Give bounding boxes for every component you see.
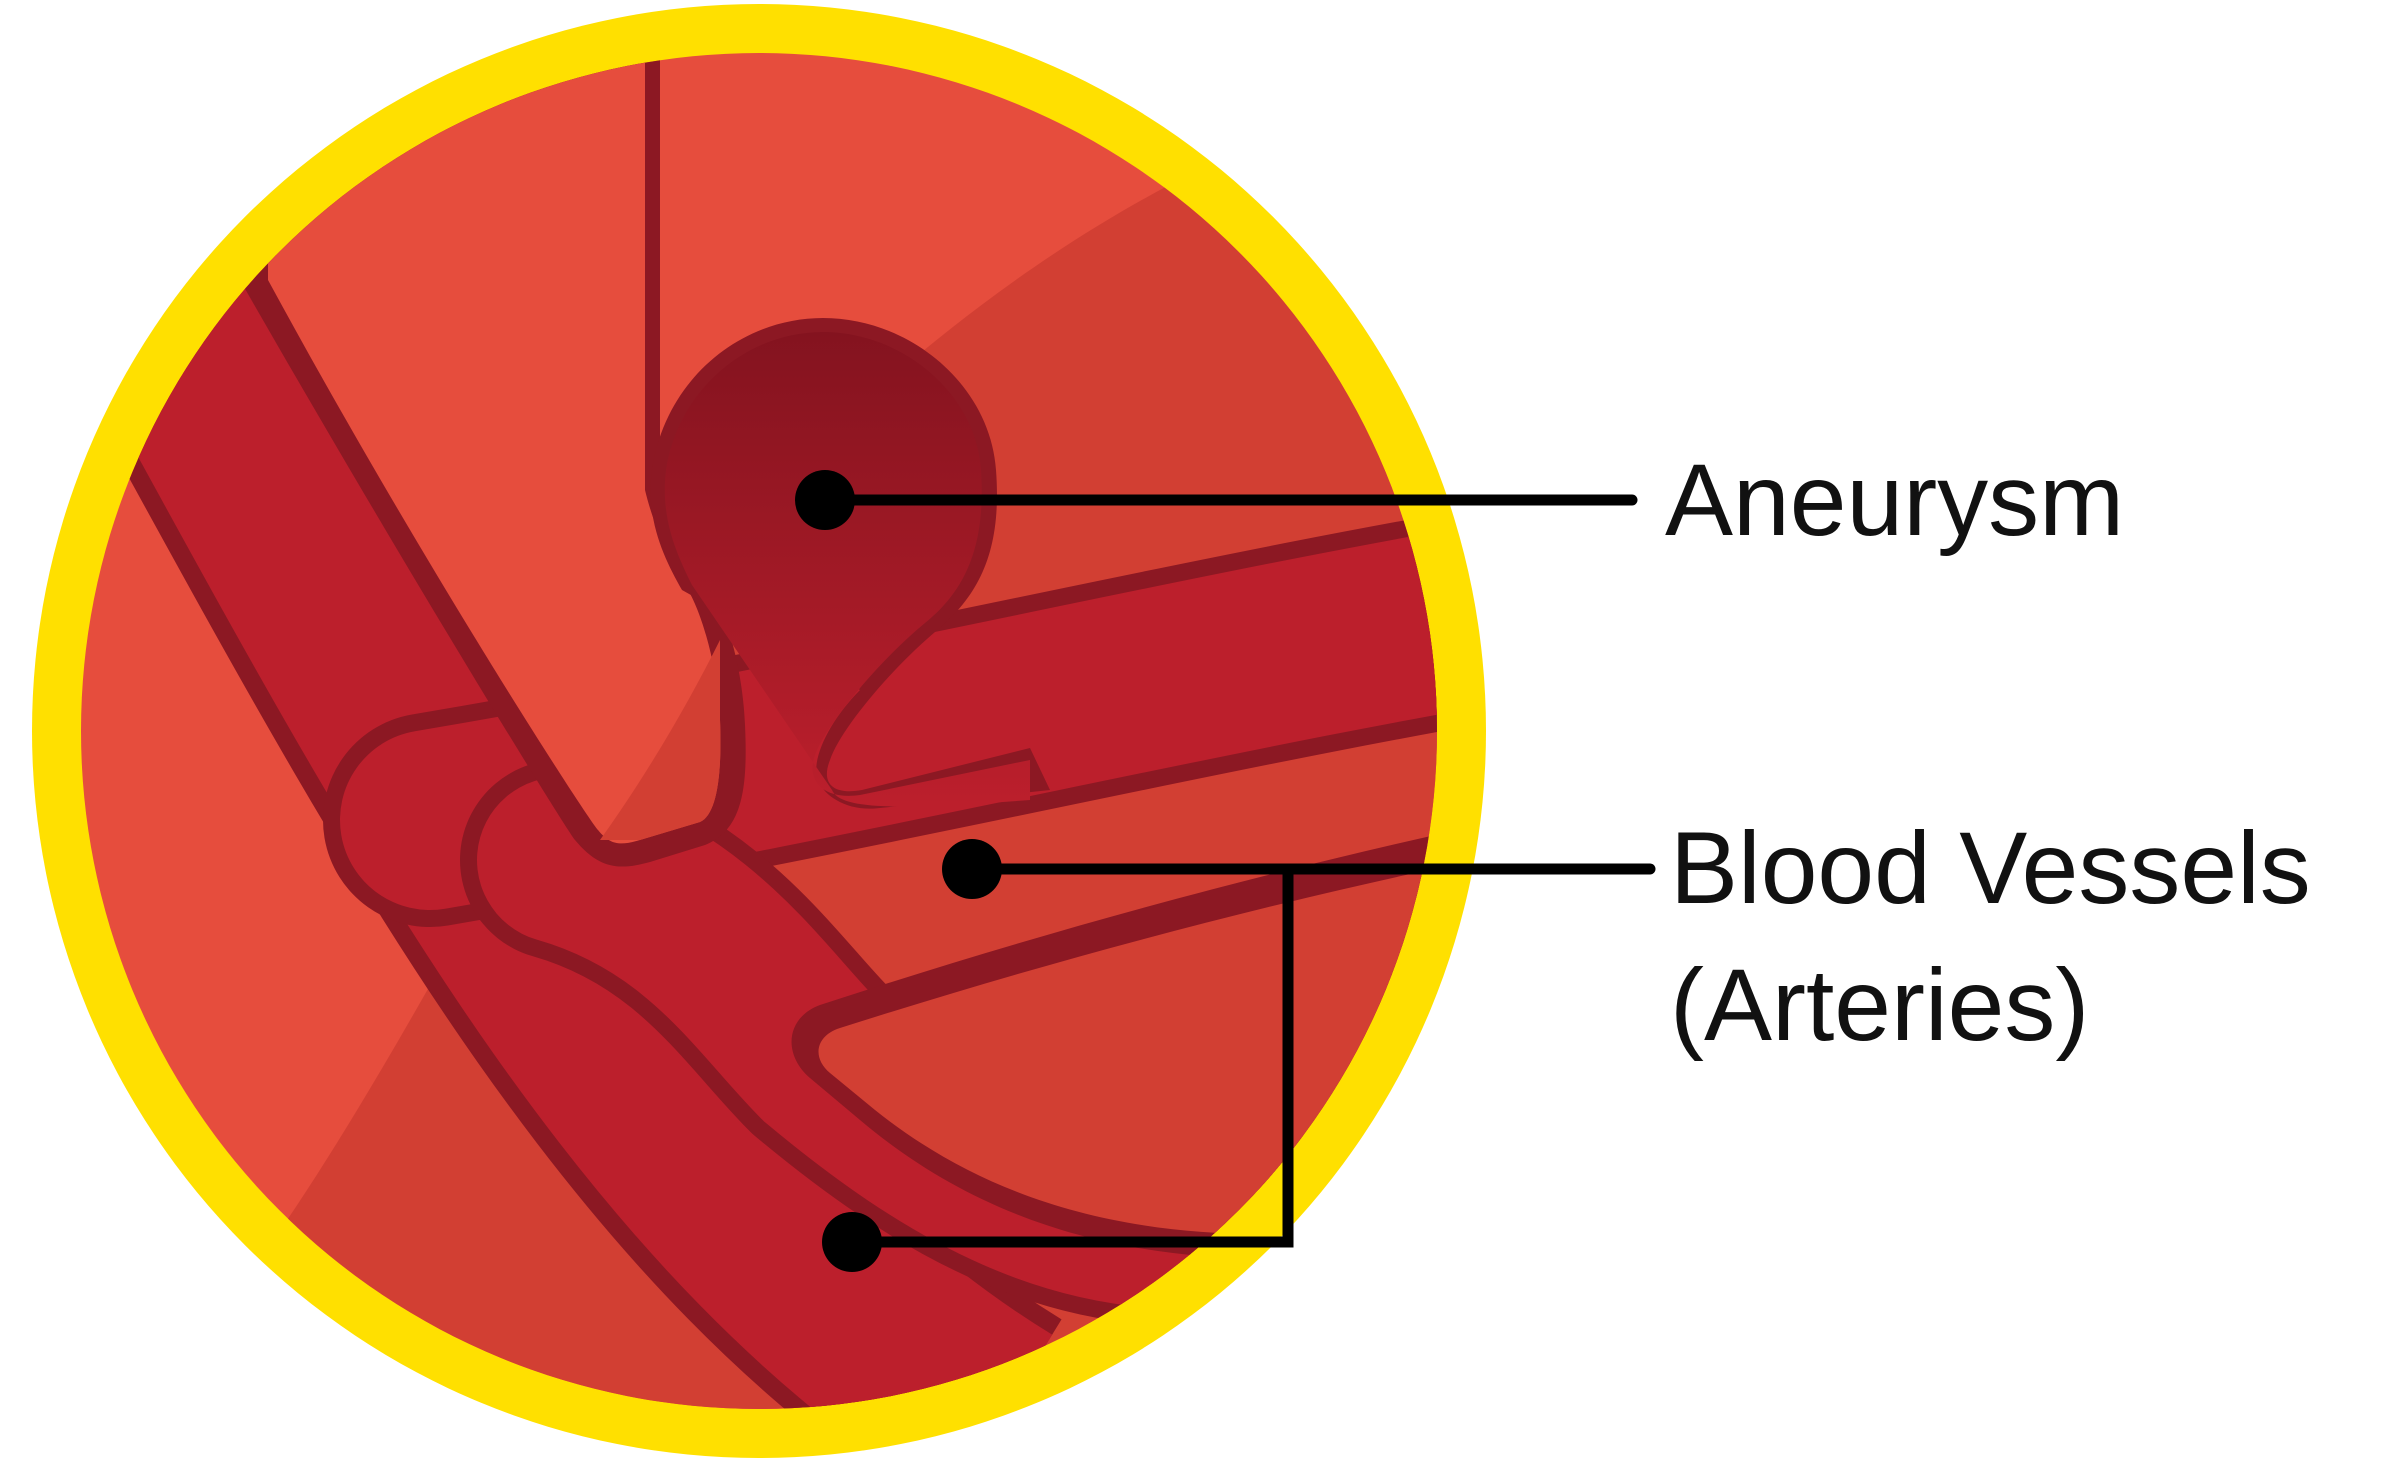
vessels-bracket-line [852,869,1294,1248]
blood-vessels-label: Blood Vessels [1670,811,2311,925]
vessel-marker-dot-upper [942,839,1002,899]
aneurysm-marker-dot [795,470,855,530]
aneurysm-label: Aneurysm [1665,443,2124,557]
vessel-marker-dot-lower [822,1212,882,1272]
magnified-view [81,53,1437,1409]
arteries-label: (Arteries) [1670,948,2089,1062]
leader-lines [819,494,1656,1248]
